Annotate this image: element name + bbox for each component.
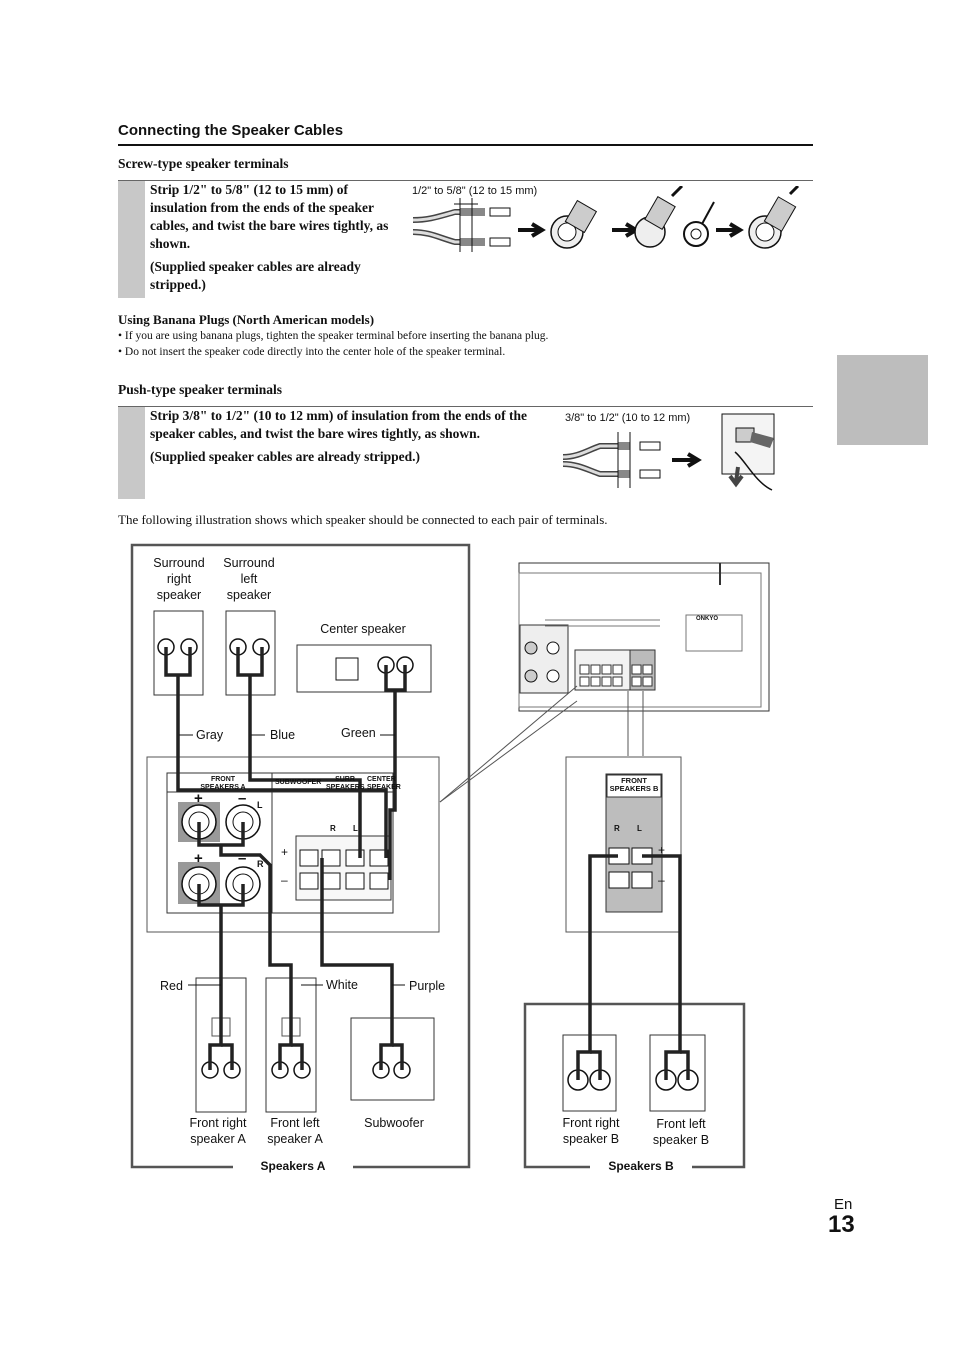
panel-center: CENTER SPEAKER <box>367 776 401 791</box>
label-wire-blue: Blue <box>270 728 296 742</box>
mark-plus: + <box>281 845 289 859</box>
section-rule <box>118 144 813 146</box>
chapter-tab <box>837 355 928 445</box>
banana-bullet-1-text: If you are using banana plugs, tighten t… <box>124 330 549 342</box>
banana-heading: Using Banana Plugs (North American model… <box>118 312 375 327</box>
mark-r: R <box>614 824 620 833</box>
push-heading: Push-type speaker terminals <box>118 382 282 397</box>
mark-l: L <box>353 824 358 833</box>
mark-minus: – <box>238 790 247 807</box>
step-marker <box>118 181 145 298</box>
label-front-right-a: Front right speaker A <box>189 1116 247 1146</box>
label-speakers-b: Speakers B <box>590 1159 692 1173</box>
banana-bullet-2: • Do not insert the speaker code directl… <box>118 346 506 358</box>
screw-heading: Screw-type speaker terminals <box>118 156 289 171</box>
label-front-right-b: Front right speaker B <box>562 1116 620 1146</box>
mark-minus: – <box>281 873 288 887</box>
label-front-left-a: Front left speaker A <box>267 1116 323 1146</box>
push-measure-label: 3/8" to 1/2" (10 to 12 mm) <box>565 412 691 424</box>
language-code: En <box>834 1196 853 1213</box>
banana-bullet-2-text: Do not insert the speaker code directly … <box>124 346 506 358</box>
label-center-speaker: Center speaker <box>320 622 406 636</box>
mark-plus: + <box>194 790 203 807</box>
brand-logo: ONKYO <box>696 616 719 622</box>
screw-strip-illustration <box>412 186 800 252</box>
mark-minus: – <box>658 873 665 887</box>
section-title: Connecting the Speaker Cables <box>118 122 344 139</box>
mark-r: R <box>257 859 264 869</box>
step-marker <box>118 407 145 499</box>
screw-step-note: (Supplied speaker cables are already str… <box>150 259 361 292</box>
diagram-intro: The following illustration shows which s… <box>118 512 608 527</box>
label-subwoofer: Subwoofer <box>364 1116 424 1130</box>
mark-minus: – <box>238 850 247 867</box>
mark-plus: + <box>658 843 666 857</box>
label-surround-left: Surround left speaker <box>223 556 275 602</box>
label-surround-right: Surround right speaker <box>153 556 205 602</box>
mark-l: L <box>257 800 263 810</box>
mark-r: R <box>330 824 336 833</box>
label-front-left-b: Front left speaker B <box>652 1117 710 1147</box>
panel-front-b: FRONT SPEAKERS B <box>609 776 659 793</box>
label-wire-purple: Purple <box>409 979 446 993</box>
screw-step-text: Strip 1/2" to 5/8" (12 to 15 mm) of insu… <box>150 182 389 251</box>
push-strip-illustration <box>562 413 775 491</box>
panel-surr: SURR SPEAKERS <box>326 776 365 791</box>
push-step-text: Strip 3/8" to 1/2" (10 to 12 mm) of insu… <box>150 408 527 441</box>
page-number: 13 <box>828 1211 855 1238</box>
screw-measure-label: 1/2" to 5/8" (12 to 15 mm) <box>412 185 538 197</box>
label-speakers-a: Speakers A <box>233 1159 353 1173</box>
panel-subwoofer: SUBWOOFER <box>275 779 322 786</box>
label-wire-gray: Gray <box>196 728 224 742</box>
mark-plus: + <box>194 850 203 867</box>
push-rule <box>118 406 813 407</box>
label-wire-white: White <box>326 978 358 992</box>
screw-rule <box>118 180 813 181</box>
banana-bullet-1: • If you are using banana plugs, tighten… <box>118 330 549 342</box>
push-step-note: (Supplied speaker cables are already str… <box>150 449 421 464</box>
label-wire-green: Green <box>341 726 376 740</box>
label-wire-red: Red <box>160 979 183 993</box>
mark-l: L <box>637 824 642 833</box>
panel-front-a: FRONT SPEAKERS A <box>200 776 246 791</box>
